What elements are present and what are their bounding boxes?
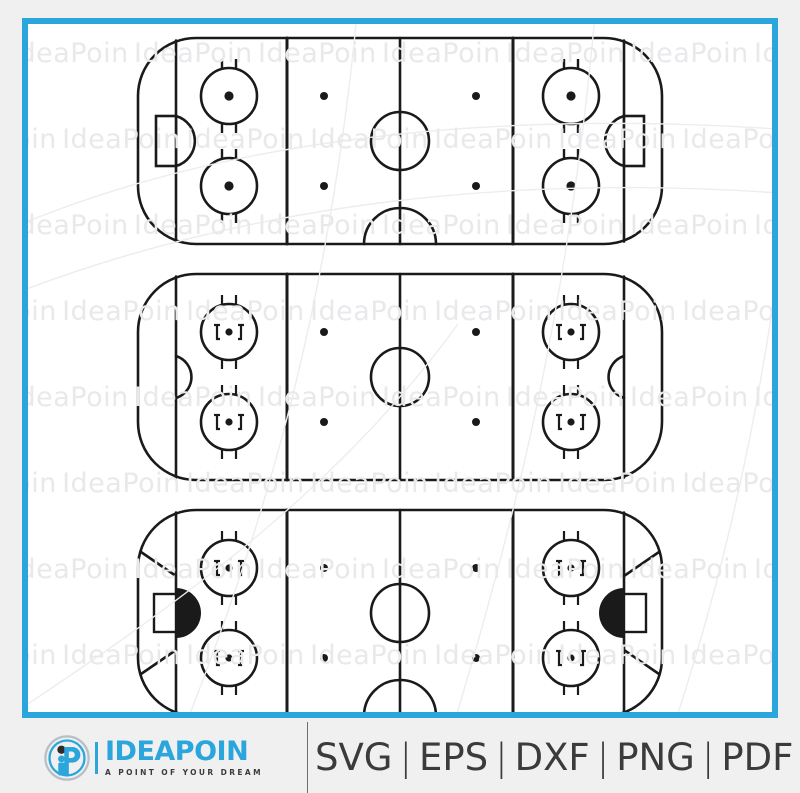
format-label-svg: SVG: [315, 735, 393, 779]
format-separator: |: [495, 735, 508, 779]
ideapoin-logo-icon: [44, 734, 90, 781]
brand-tagline: A POINT OF YOUR DREAM: [105, 767, 263, 777]
logo-divider: [95, 741, 98, 774]
footer-divider: [307, 722, 308, 793]
file-formats-list: SVG|EPS|DXF|PNG|PDF: [308, 735, 800, 779]
format-separator: |: [596, 735, 610, 779]
format-label-pdf: PDF: [721, 735, 794, 779]
footer-bar: IDEAPOIN A POINT OF YOUR DREAM SVG|EPS|D…: [0, 722, 800, 793]
brand-block[interactable]: IDEAPOIN A POINT OF YOUR DREAM: [0, 722, 307, 793]
format-separator: |: [399, 735, 412, 779]
format-label-png: PNG: [616, 735, 695, 779]
rink-diagram-2[interactable]: [28, 268, 772, 486]
format-label-dxf: DXF: [514, 735, 590, 779]
format-separator: |: [701, 735, 715, 779]
rink-diagram-1[interactable]: [28, 32, 772, 250]
rink-diagram-3[interactable]: [28, 504, 772, 718]
file-formats-block: SVG|EPS|DXF|PNG|PDF: [308, 722, 800, 793]
artwork-canvas: IdeaPoinIdeaPoinIdeaPoinIdeaPoinIdeaPoin…: [22, 18, 778, 718]
format-label-eps: EPS: [418, 735, 489, 779]
rink-diagram-group: [28, 24, 772, 712]
brand-name: IDEAPOIN: [105, 735, 249, 767]
